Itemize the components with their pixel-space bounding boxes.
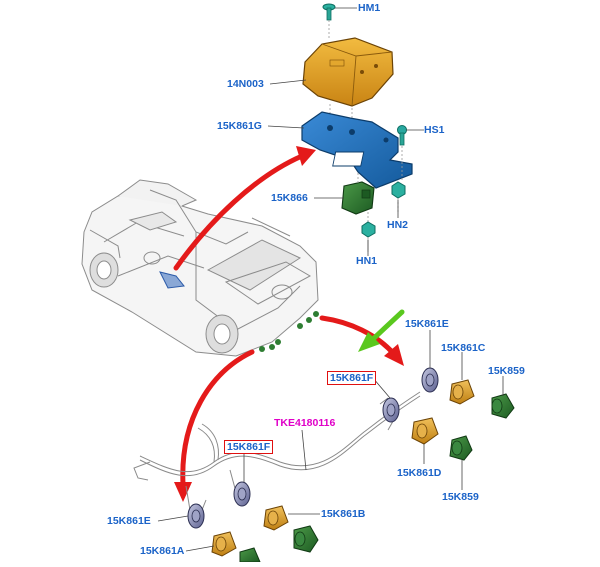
label-hs1: HS1 xyxy=(424,124,445,136)
parking-sensor-icon xyxy=(491,393,515,419)
sensor-housing-15k861e-left xyxy=(187,503,205,529)
sensor-bezel-15k861a xyxy=(211,531,237,557)
wiring-harness xyxy=(133,391,421,521)
label-15k861g: 15K861G xyxy=(217,120,262,132)
mounting-bracket-icon xyxy=(301,111,413,189)
label-15k861a: 15K861A xyxy=(140,545,185,557)
label-15k861d: 15K861D xyxy=(397,467,442,479)
label-15k861b: 15K861B xyxy=(321,508,366,520)
parking-aid-module-icon xyxy=(341,173,375,224)
module-cover-icon xyxy=(302,37,394,107)
label-tke4180116: TKE4180116 xyxy=(274,417,336,429)
fastener-hs1 xyxy=(397,125,407,180)
pickup-truck-xray-icon xyxy=(81,179,319,357)
arrow-green-sensor xyxy=(358,309,405,352)
parking-sensor-icon xyxy=(293,525,319,553)
label-hm1: HM1 xyxy=(358,2,381,14)
sensor-housing-15k861f-right xyxy=(382,397,400,423)
label-15k859-top: 15K859 xyxy=(488,365,525,377)
label-15k859-bottom: 15K859 xyxy=(442,491,479,503)
label-15k861f-left: 15K861F xyxy=(224,440,274,454)
label-hn2: HN2 xyxy=(387,219,409,231)
fastener-hn2 xyxy=(391,181,406,214)
label-15k861f-right: 15K861F xyxy=(327,371,377,385)
fastener-hm1 xyxy=(322,3,336,40)
arrow-vehicle-to-module xyxy=(173,146,316,271)
arrow-rear-right xyxy=(319,315,404,366)
parking-sensor-icon xyxy=(449,435,473,461)
label-14n003: 14N003 xyxy=(227,78,264,90)
sensor-bezel-15k861d xyxy=(411,417,439,445)
fastener-hn1 xyxy=(361,221,376,252)
sensor-bezel-15k861b xyxy=(263,505,289,531)
arrow-rear-left xyxy=(174,349,255,502)
rear-sensor-markers xyxy=(259,311,319,352)
sensor-housing-15k861e-right xyxy=(421,367,439,393)
label-15k861e-left: 15K861E xyxy=(107,515,151,527)
label-hn1: HN1 xyxy=(356,255,378,267)
label-15k866: 15K866 xyxy=(271,192,308,204)
sensor-housing-15k861f-left xyxy=(233,481,251,507)
sensor-bezel-15k861c xyxy=(449,379,475,405)
label-15k861e-right: 15K861E xyxy=(405,318,449,330)
parking-sensor-icon xyxy=(239,547,261,563)
label-15k861c: 15K861C xyxy=(441,342,486,354)
